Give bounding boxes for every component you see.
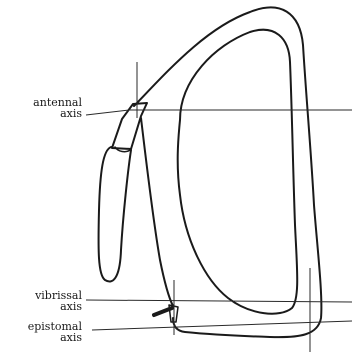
epistomal-axis-line: [91, 320, 353, 331]
antennal-axis-label-line1: antennal: [33, 96, 82, 109]
head-capsule-outer: [133, 6, 323, 339]
compound-eye-outline: [176, 28, 299, 315]
vibrissal-axis-label: vibrissal axis: [0, 290, 82, 312]
antenna-flagellum: [97, 146, 132, 283]
epistomal-axis-label: epistomal axis: [0, 321, 82, 343]
epistomal-axis-label-line2: axis: [60, 331, 82, 344]
head-capsule-lower-left: [140, 117, 174, 307]
epistoma: [168, 304, 179, 323]
antennal-axis-label: antennal axis: [0, 97, 82, 119]
vibrissal-axis-label-line2: axis: [60, 300, 82, 313]
antennal-axis-label-line2: axis: [60, 107, 82, 120]
vibrissal-axis-label-line1: vibrissal: [35, 289, 82, 302]
epistomal-axis-label-line1: epistomal: [27, 320, 82, 333]
antennal-axis-line: [85, 109, 130, 116]
antenna-joint: [114, 146, 131, 153]
vibrissal-axis-line: [85, 299, 353, 303]
